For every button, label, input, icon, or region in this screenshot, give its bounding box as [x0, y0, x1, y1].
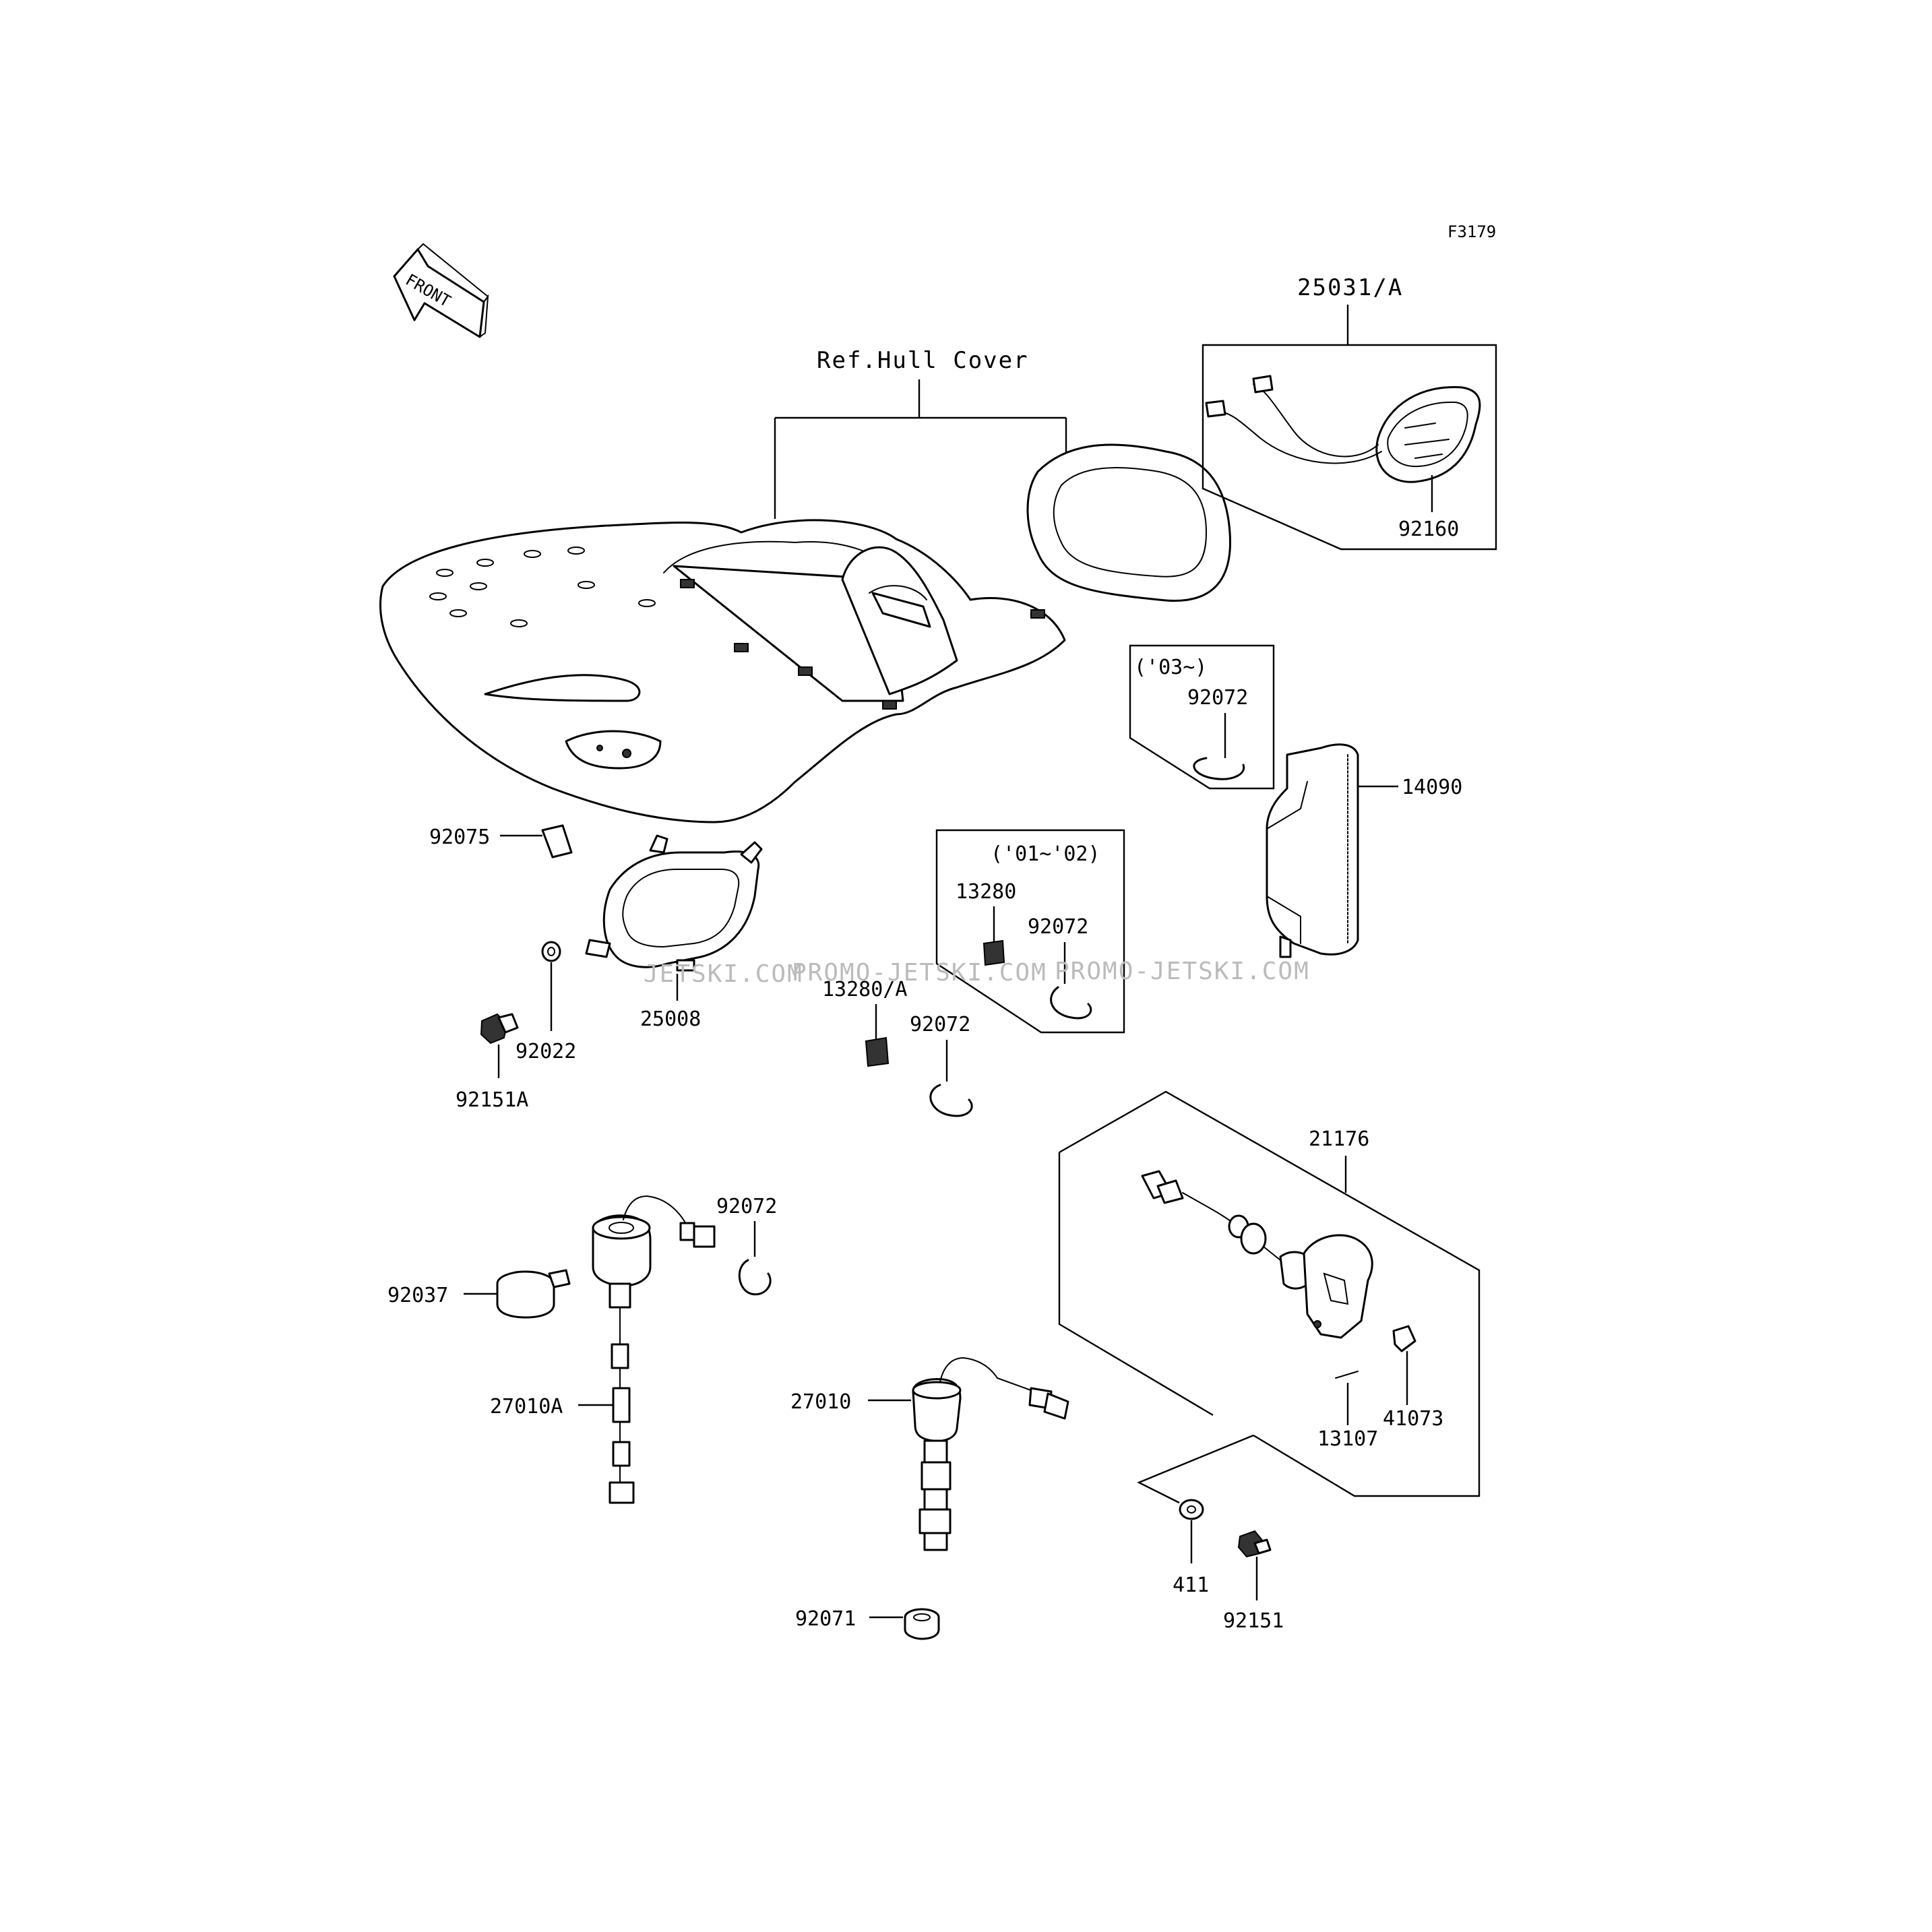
ref-hull-cover-label: Ref.Hull Cover — [817, 347, 1029, 374]
part-label-21176: 21176 — [1309, 1127, 1369, 1151]
sensor-21176 — [1141, 1170, 1373, 1339]
grommet-92071 — [904, 1608, 940, 1640]
clamp-92072-d — [738, 1259, 772, 1296]
group-label-0102: ('01~'02) — [991, 842, 1100, 866]
part-label-92037: 92037 — [387, 1284, 448, 1307]
part-label-92151a: 92151A — [456, 1088, 528, 1112]
group-box-03 — [1129, 644, 1275, 790]
part-label-92022: 92022 — [516, 1040, 576, 1063]
label-13280a — [865, 1036, 890, 1067]
label-13280 — [983, 939, 1005, 966]
part-label-92160: 92160 — [1398, 518, 1459, 541]
fuel-sender-27010a — [592, 1195, 716, 1504]
washer-92022 — [541, 941, 561, 962]
part-label-92075: 92075 — [429, 825, 490, 849]
ref-hull-cover-bracket — [774, 379, 1067, 519]
bolt-92151 — [1237, 1530, 1272, 1558]
part-label-92072-b: 92072 — [1028, 915, 1088, 939]
meter-group-box — [1202, 305, 1497, 551]
meter-unit — [1205, 375, 1481, 483]
part-label-92072-a: 92072 — [1187, 686, 1248, 710]
part-label-92071: 92071 — [795, 1607, 856, 1631]
watermark-2: PROMO-JETSKI.COM — [792, 959, 1047, 987]
part-label-92072-c: 92072 — [910, 1013, 970, 1036]
watermark-3: PROMO-JETSKI.COM — [1055, 958, 1310, 985]
pad-92075 — [541, 824, 573, 859]
clamp-92072-a — [1193, 757, 1245, 780]
hose-clamp-92037 — [496, 1269, 571, 1319]
front-arrow-icon: FRONT — [393, 243, 489, 338]
part-label-27010: 27010 — [790, 1390, 851, 1414]
cover-14090 — [1266, 743, 1359, 958]
part-label-411: 411 — [1173, 1573, 1209, 1597]
part-label-14090: 14090 — [1402, 776, 1462, 799]
part-label-92151: 92151 — [1223, 1609, 1284, 1633]
clip-41073 — [1392, 1325, 1416, 1352]
part-label-13107: 13107 — [1317, 1427, 1378, 1451]
part-label-25008: 25008 — [640, 1007, 701, 1031]
clamp-92072-c — [929, 1084, 973, 1117]
pin-13107 — [1335, 1371, 1359, 1379]
bolt-92151a — [480, 1013, 519, 1045]
bracket-25008 — [585, 834, 763, 972]
part-label-13280a: 13280/A — [822, 978, 907, 1001]
part-label-13280: 13280 — [956, 880, 1016, 904]
hull-cover — [379, 519, 1066, 823]
part-label-92072-d: 92072 — [716, 1195, 777, 1218]
group-box-21176 — [1058, 1090, 1481, 1497]
meter-bezel — [1026, 443, 1232, 602]
part-label-25031a: 25031/A — [1297, 274, 1403, 301]
group-box-0102 — [935, 829, 1125, 1034]
watermark-1: JETSKI.COM — [644, 960, 803, 988]
part-label-41073: 41073 — [1383, 1407, 1443, 1431]
part-label-27010a: 27010A — [490, 1395, 563, 1419]
clamp-92072-b — [1050, 986, 1092, 1020]
fuel-sender-27010 — [912, 1357, 1069, 1551]
figure-code: F3179 — [1447, 222, 1496, 241]
group-label-03: ('03~) — [1134, 656, 1207, 679]
washer-411 — [1179, 1499, 1204, 1520]
